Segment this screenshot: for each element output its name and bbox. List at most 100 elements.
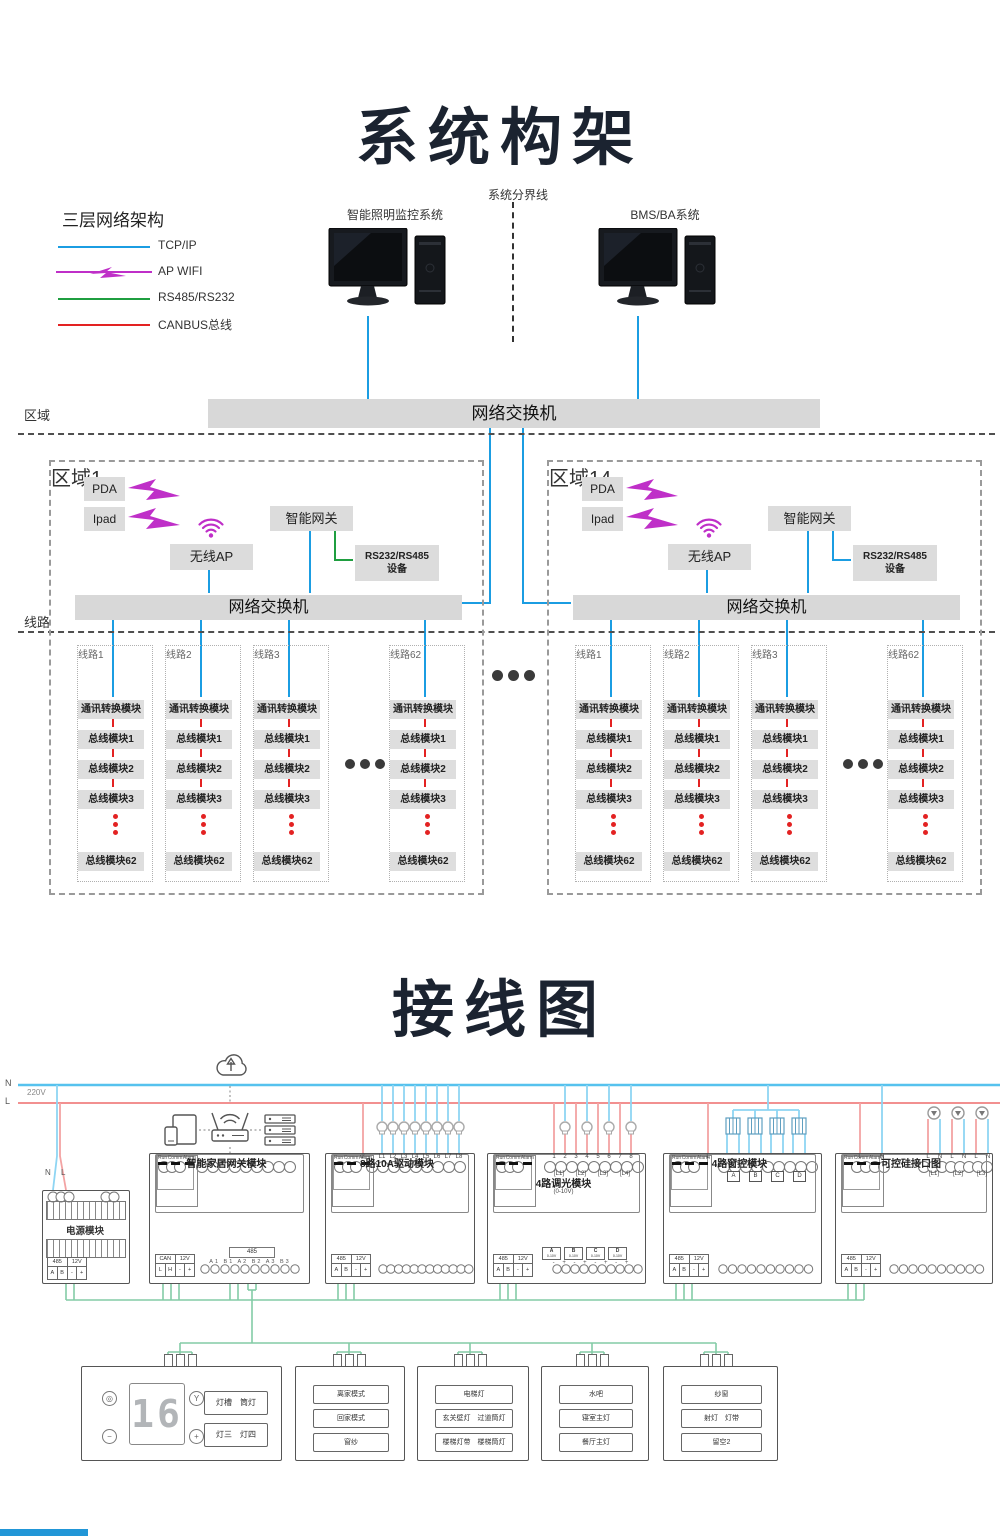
rs-device-line2: 设备 <box>885 564 905 575</box>
round-terminal <box>756 1264 766 1274</box>
curtain-icon <box>725 1117 741 1135</box>
round-terminal <box>794 1264 804 1274</box>
converter-module: 通讯转换模块 <box>888 700 954 719</box>
bus-module: 总线模块2 <box>254 760 320 779</box>
bus-module: 总线模块1 <box>664 730 730 749</box>
round-terminal <box>409 1264 419 1274</box>
top-terminal-label: 7 <box>618 1154 622 1160</box>
power-hatch-bottom <box>46 1239 126 1258</box>
screen-display <box>157 1156 194 1190</box>
bus-module: 总线模块3 <box>254 790 320 809</box>
top-terminal-label: L5 <box>422 1154 430 1160</box>
block-group-right: 12V <box>355 1256 366 1262</box>
zones-ellipsis-dot <box>524 670 535 681</box>
wall-panel-1: 16◎−Y+灯槽 筒灯灯三 灯四 <box>81 1366 282 1461</box>
round-terminal <box>737 1264 747 1274</box>
channel-tag: [L2] <box>575 1171 586 1177</box>
ellipsis-dot <box>611 814 616 819</box>
top-terminal-label: 1 <box>552 1154 556 1160</box>
power-module-title: 电源模块 <box>65 1226 104 1237</box>
round-terminal <box>200 1264 210 1274</box>
block-cell: + <box>526 1267 530 1273</box>
block-group-left: 485 <box>494 1255 514 1263</box>
bus-module-last: 总线模块62 <box>576 852 642 871</box>
ellipsis-dot <box>289 814 294 819</box>
round-terminal <box>386 1264 396 1274</box>
converter-module: 通讯转换模块 <box>664 700 730 719</box>
curtain-icon <box>769 1117 785 1135</box>
bus-module: 总线模块1 <box>576 730 642 749</box>
bus-module: 总线模块2 <box>752 760 818 779</box>
screen-display <box>843 1156 880 1190</box>
bulb-icon <box>581 1121 593 1133</box>
led-comm: Comm <box>344 1156 358 1205</box>
power-feed-n <box>52 1085 58 1191</box>
dim-block-letter: B <box>571 1248 576 1254</box>
round-terminal <box>633 1264 643 1274</box>
round-terminal <box>746 1264 757 1274</box>
bus-module: 总线模块3 <box>78 790 144 809</box>
round-terminal <box>908 1264 918 1274</box>
bulb-base <box>562 1130 568 1135</box>
block-cell: L <box>156 1264 166 1276</box>
module-title: 智能家居网关模块 <box>186 1159 267 1170</box>
channel-tag: [L4] <box>619 1171 630 1177</box>
converter-module: 通讯转换模块 <box>166 700 232 719</box>
converter-module: 通讯转换模块 <box>78 700 144 719</box>
legend-item-label: TCP/IP <box>158 238 197 252</box>
top-terminal-label: L8 <box>455 1154 463 1160</box>
curtain-icon <box>791 1117 807 1135</box>
top-terminal-label: N <box>985 1154 991 1160</box>
led-comm: Comm <box>168 1156 182 1205</box>
rs485-tag: 485 <box>229 1247 275 1258</box>
bus-module-last: 总线模块62 <box>390 852 456 871</box>
led-alarm: Alarm <box>869 1156 882 1205</box>
round-terminal <box>955 1264 966 1274</box>
channel-tag: [L2] <box>952 1171 963 1177</box>
round-terminal <box>230 1264 240 1274</box>
smart-gateway-box: 智能网关 <box>270 506 353 531</box>
round-terminal <box>393 1264 404 1274</box>
bus-module: 总线模块2 <box>664 760 730 779</box>
top-terminal-label: L2 <box>389 1154 397 1160</box>
legend-line-3 <box>58 324 150 326</box>
round-terminal <box>432 1264 443 1274</box>
pda-box: PDA <box>84 477 125 501</box>
terminal-labels: A1 B1 A2 B2 A3 B3 <box>209 1259 291 1265</box>
round-terminal <box>927 1264 937 1274</box>
bus-module-last: 总线模块62 <box>664 852 730 871</box>
top-terminal-label: L6 <box>433 1154 441 1160</box>
round-terminal <box>765 1264 776 1274</box>
bulb-icon <box>603 1121 615 1133</box>
bulb-base <box>423 1130 429 1135</box>
power-feed-l-label: L <box>61 1168 66 1177</box>
bus-module: 总线模块2 <box>390 760 456 779</box>
auto-icon: ◎ <box>102 1391 117 1406</box>
router-icon <box>208 1106 252 1146</box>
round-terminal <box>552 1264 562 1274</box>
channel-tag: [L1] <box>928 1171 939 1177</box>
round-terminal <box>784 1264 795 1274</box>
top-terminal-label: L1 <box>378 1154 386 1160</box>
panel-button: 射灯 灯带 <box>681 1409 762 1428</box>
lamp-arrow <box>955 1111 961 1116</box>
power-module-terminals <box>47 1191 120 1203</box>
line-column-label: 线路1 <box>576 650 602 661</box>
block-cell: B <box>58 1267 68 1279</box>
area-layer-label: 区域 <box>24 408 51 423</box>
ellipsis-dot <box>425 830 430 835</box>
legend-line-0 <box>58 246 150 248</box>
